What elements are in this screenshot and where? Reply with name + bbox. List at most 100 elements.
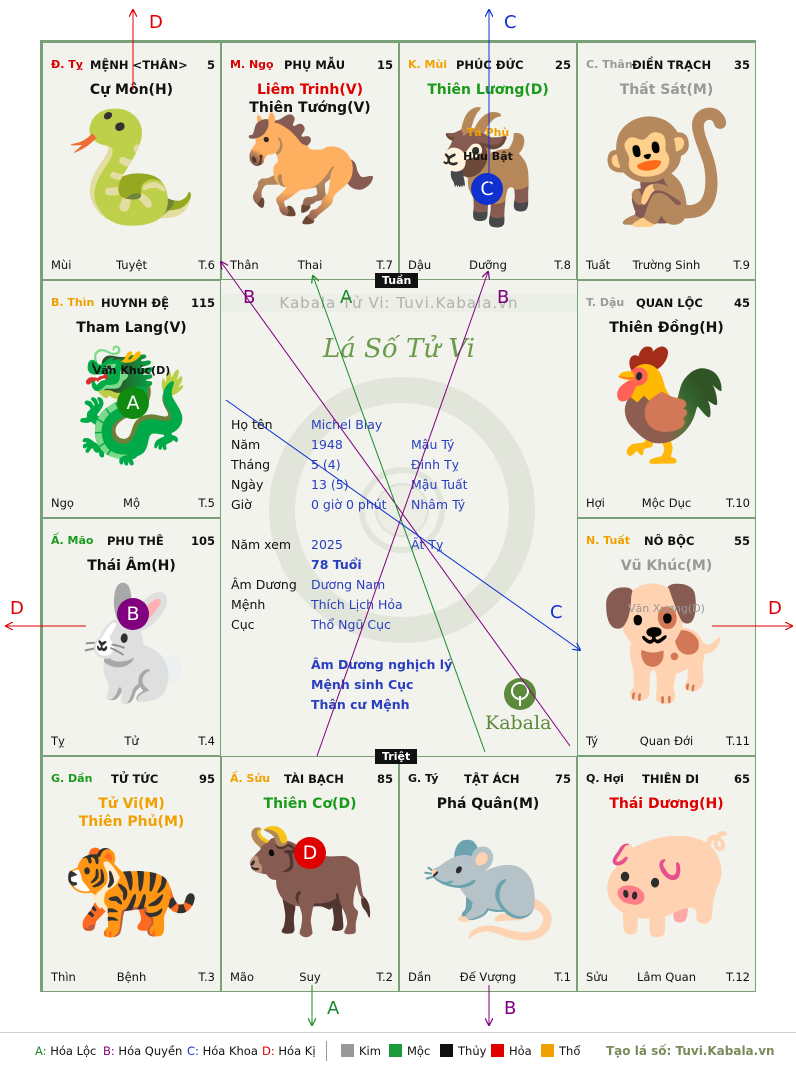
foot-left: Dậu (408, 258, 432, 272)
triet-tag: Triệt (375, 749, 418, 764)
foot-center: Mộc Dục (641, 496, 692, 510)
main-stars: Thiên Cơ(D) (222, 795, 398, 813)
arrow-label: B (497, 287, 510, 308)
foot-center: Dưỡng (469, 258, 507, 272)
palace-name: TẬT ÁCH (464, 772, 520, 786)
info-can-chi: Mậu Tý (411, 437, 455, 452)
palace-can: Đ. Tỵ (51, 58, 83, 71)
minor-star: Hữu Bật (463, 150, 513, 163)
palace-can: G. Tý (408, 772, 439, 785)
star: Thái Dương(H) (609, 796, 724, 812)
line-b-to-dau (316, 272, 488, 757)
star: Cự Môn(H) (89, 82, 174, 98)
star: Tham Lang(V) (76, 320, 187, 336)
main-stars: Tham Lang(V) (43, 319, 220, 337)
badge-a: A (117, 387, 149, 419)
palace-number: 35 (733, 58, 750, 72)
legend-hoa: Hỏa (491, 1044, 532, 1058)
legend-hoa-loc: A: Hóa Lộc (35, 1044, 96, 1058)
star: Vũ Khúc(M) (620, 558, 713, 574)
star: Tử Vi(M) (98, 796, 165, 812)
star: Thiên Lương(D) (427, 82, 549, 98)
palace-number: 85 (376, 772, 393, 786)
site-link[interactable]: Tạo lá số: Tuvi.Kabala.vn (606, 1044, 775, 1058)
palace-number: 45 (733, 296, 750, 310)
transformation-arrows (0, 0, 796, 1030)
main-stars: Liêm Trinh(V) Thiên Tướng(V) (222, 81, 398, 117)
palace-name: TÀI BẠCH (284, 772, 344, 786)
palace-number: 15 (376, 58, 393, 72)
info-label: Cục (231, 617, 255, 632)
palace-number: 95 (198, 772, 215, 786)
palace-can: T. Dậu (586, 296, 625, 309)
bagua-watermark-icon (269, 377, 535, 643)
palace-can: Ấ. Mão (51, 534, 94, 547)
arrow-label: A (327, 998, 340, 1019)
foot-right: T.9 (733, 258, 750, 272)
legend-key: C: (187, 1044, 199, 1058)
note: Âm Dương nghịch lý (311, 657, 453, 672)
info-value: 1948 (311, 437, 343, 452)
minor-star: Tả Phù (466, 126, 510, 139)
swatch-icon (541, 1044, 554, 1057)
arrow-label: A (340, 287, 353, 308)
arrow-label: D (149, 12, 163, 33)
minor-star: Văn Xương(D) (628, 602, 705, 615)
legend-element: Kim (359, 1044, 381, 1058)
palace-can: Ấ. Sửu (230, 772, 271, 785)
info-label: Ngày (231, 477, 264, 492)
foot-left: Mão (230, 970, 255, 984)
arrow-label: D (768, 598, 782, 619)
foot-center: Tử (124, 734, 139, 748)
legend-bar: A: Hóa Lộc B: Hóa Quyền C: Hóa Khoa D: H… (0, 1032, 796, 1071)
info-label: Giờ (231, 497, 252, 512)
swatch-icon (341, 1044, 354, 1057)
palace-can: M. Ngọ (230, 58, 274, 71)
palace-can: B. Thìn (51, 296, 95, 309)
legend-hoa-ki: D: Hóa Kị (262, 1044, 316, 1058)
foot-left: Ngọ (51, 496, 74, 510)
palace-name: NÔ BỘC (644, 534, 695, 548)
palace-number: 75 (554, 772, 571, 786)
main-stars: Thất Sát(M) (578, 81, 755, 99)
foot-right: T.3 (198, 970, 215, 984)
foot-right: T.12 (726, 970, 750, 984)
main-stars: Thái Dương(H) (578, 795, 755, 813)
info-value: Michel Blay (311, 417, 383, 432)
info-value: 13 (5) (311, 477, 349, 492)
main-stars: Thiên Đồng(H) (578, 319, 755, 337)
legend-key: D: (262, 1044, 275, 1058)
swatch-icon (491, 1044, 504, 1057)
palace-name: PHU THÊ (107, 534, 164, 548)
star: Liêm Trinh(V) (257, 82, 363, 98)
legend-key: A: (35, 1044, 47, 1058)
arrow-label: B (504, 998, 517, 1019)
watermark-text: Kabala Tử Vi: Tuvi.Kabala.vn (221, 294, 577, 312)
center-panel: Kabala Tử Vi: Tuvi.Kabala.vn Lá Số Tử Vi… (221, 280, 577, 756)
palace-number: 115 (190, 296, 215, 310)
info-label: Âm Dương (231, 577, 297, 592)
badge-d: D (294, 837, 326, 869)
legend-element: Thổ (559, 1044, 581, 1058)
legend-key: B: (103, 1044, 115, 1058)
legend-moc: Mộc (389, 1044, 430, 1058)
foot-center: Thai (297, 258, 323, 272)
legend-kim: Kim (341, 1044, 381, 1058)
palace-name: PHỤ MẪU (284, 58, 346, 72)
minor-star: Văn Khúc(D) (92, 364, 171, 377)
palace-number: 105 (190, 534, 215, 548)
foot-right: T.7 (376, 258, 393, 272)
foot-left: Dần (408, 970, 432, 984)
star: Thiên Đồng(H) (609, 320, 724, 336)
line-a-to-ngo (313, 276, 486, 753)
legend-text: Hóa Khoa (202, 1044, 258, 1058)
palace-name: ĐIỀN TRẠCH (632, 58, 712, 72)
foot-center: Suy (299, 970, 321, 984)
main-stars: Phá Quân(M) (400, 795, 576, 813)
foot-left: Hợi (586, 496, 605, 510)
main-stars: Thái Âm(H) (43, 557, 220, 575)
palace-name: PHÚC ĐỨC (456, 58, 524, 72)
info-value: 0 giờ 0 phút (311, 497, 387, 512)
foot-right: T.2 (376, 970, 393, 984)
arrow-label: D (10, 598, 24, 619)
